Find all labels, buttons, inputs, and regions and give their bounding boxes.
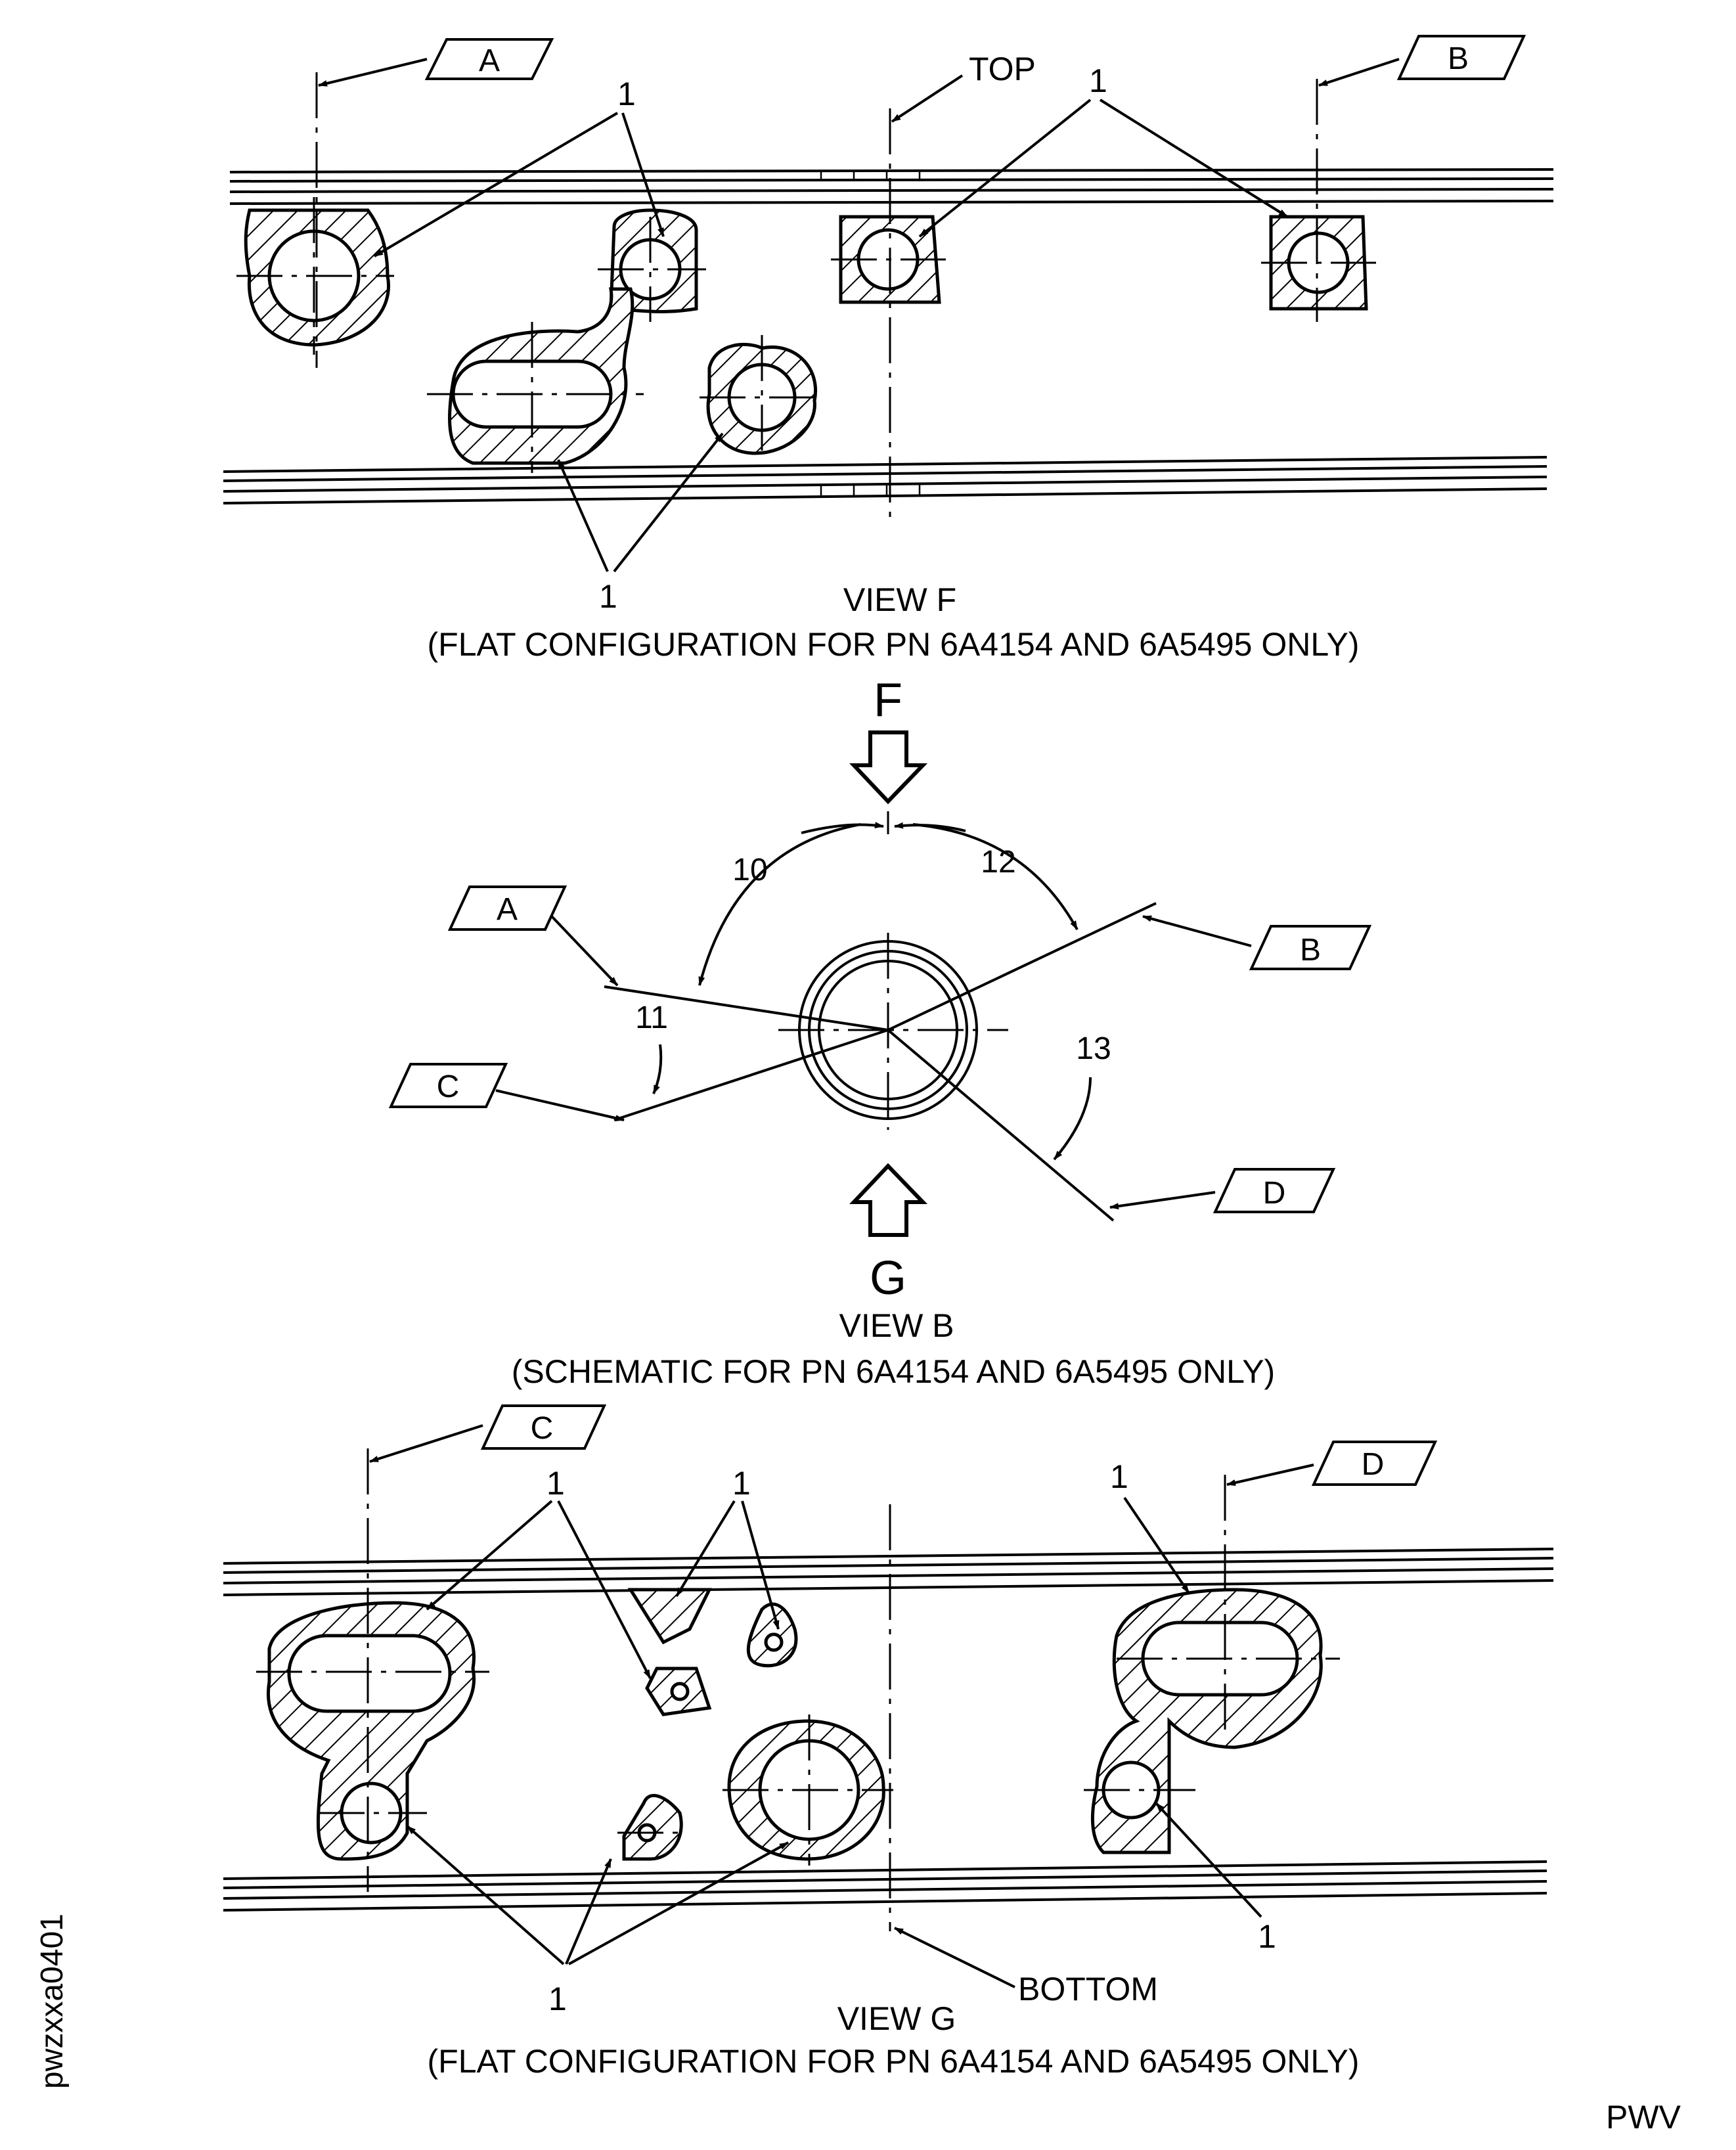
tag-b <box>1249 925 1372 970</box>
boss-small-1 <box>598 208 706 322</box>
tag-c-leader <box>495 1089 625 1121</box>
callout-leader <box>565 1858 612 1965</box>
boss-g-oval-right <box>1084 1588 1340 1854</box>
callout-1-upper-right: 1 <box>1089 62 1107 99</box>
callout-leader <box>373 112 619 258</box>
callout-1-g-right-top: 1 <box>1110 1458 1128 1495</box>
radial-line-c <box>613 1029 889 1121</box>
tag-d-leader <box>1109 1191 1216 1210</box>
lower-flange <box>223 456 1547 504</box>
boss-round-mid <box>700 335 824 460</box>
arrow-f <box>849 730 928 805</box>
callout-leader <box>1155 1802 1262 1918</box>
section-tag-b-leader <box>1318 58 1400 87</box>
callout-leader <box>621 112 665 237</box>
angle-arc-11 <box>652 1044 663 1094</box>
pipe-section <box>778 811 1008 1130</box>
section-tag-d <box>1311 1441 1438 1486</box>
callout-leader <box>557 459 609 572</box>
callout-1-g-mid: 1 <box>732 1465 751 1502</box>
angle-arc-10 <box>698 823 861 986</box>
angle-arc-12-end <box>894 822 966 832</box>
tag-c-text: C <box>437 1069 460 1104</box>
view-g-title: VIEW G <box>837 2000 956 2037</box>
arrow-f-label: F <box>874 674 902 727</box>
callout-1-g-left: 1 <box>546 1465 565 1502</box>
angle-label-11: 11 <box>635 1000 668 1035</box>
arrow-g <box>849 1163 928 1237</box>
section-tag-b <box>1396 35 1526 80</box>
view-g-note: (FLAT CONFIGURATION FOR PN 6A4154 AND 6A… <box>428 2043 1360 2080</box>
footer-code: PWV <box>1606 2099 1681 2136</box>
boss-small-right <box>1261 215 1376 311</box>
callout-leader <box>406 1825 565 1965</box>
tag-a-text: A <box>497 892 518 927</box>
callout-1-lower: 1 <box>599 578 617 615</box>
angle-label-12: 12 <box>981 845 1015 880</box>
radial-line-b <box>887 902 1157 1031</box>
view-b-title: VIEW B <box>839 1307 954 1344</box>
bottom-label-leader <box>894 1927 1015 1988</box>
tag-c <box>388 1063 508 1108</box>
callout-leader <box>613 432 724 573</box>
view-f-title: VIEW F <box>843 581 956 618</box>
callout-leader <box>675 1500 736 1598</box>
callout-leader <box>568 1841 789 1965</box>
callout-leader <box>426 1500 553 1611</box>
lower-flange-g <box>223 1860 1547 1912</box>
callout-leader <box>741 1500 780 1630</box>
view-f: A TOP B 1 1 1 VIEW F (FLAT CONFIGURATION… <box>223 35 1554 663</box>
section-tag-b-text: B <box>1448 41 1469 76</box>
figure-id: pwzxxa0401 <box>35 1914 70 2089</box>
tag-b-leader <box>1142 915 1252 947</box>
section-tag-d-text: D <box>1362 1447 1385 1482</box>
section-tag-a-leader <box>318 58 428 87</box>
radial-line-a <box>604 985 889 1031</box>
section-tag-c-leader <box>369 1424 483 1463</box>
boss-g-triangles <box>617 1588 798 1861</box>
view-b-note: (SCHEMATIC FOR PN 6A4154 AND 6A5495 ONLY… <box>512 1353 1275 1390</box>
angle-arc-12 <box>912 823 1079 930</box>
section-tag-a <box>424 38 554 80</box>
top-label-leader <box>891 74 964 123</box>
arrow-g-label: G <box>870 1252 906 1305</box>
tag-a <box>447 885 568 931</box>
callout-leader <box>918 99 1092 238</box>
callout-leader <box>1099 99 1289 218</box>
angle-arc-10-end <box>801 822 884 834</box>
top-label: TOP <box>969 51 1036 87</box>
section-tag-d-leader <box>1226 1464 1314 1486</box>
tag-d <box>1213 1168 1336 1213</box>
upper-flange-g <box>223 1548 1554 1596</box>
view-f-note: (FLAT CONFIGURATION FOR PN 6A4154 AND 6A… <box>428 626 1360 663</box>
upper-flange <box>229 168 1554 205</box>
view-g: C D 1 1 1 1 1 BOTTOM VIEW G (FLAT CONFIG… <box>223 1404 1554 2080</box>
section-tag-c-text: C <box>531 1411 554 1446</box>
section-tag-c <box>480 1404 607 1450</box>
angle-label-13: 13 <box>1076 1031 1111 1066</box>
radial-line-d <box>887 1029 1115 1222</box>
section-tag-a-text: A <box>479 43 500 78</box>
callout-1-g-right-bottom: 1 <box>1258 1918 1276 1955</box>
view-b: F G 10 12 11 13 A B <box>388 674 1372 1390</box>
tag-b-text: B <box>1300 933 1321 968</box>
tag-d-text: D <box>1263 1176 1286 1211</box>
callout-1-upper-left: 1 <box>617 76 636 112</box>
bottom-label: BOTTOM <box>1018 1971 1158 2007</box>
boss-g-oval-left <box>256 1601 489 1861</box>
boss-oval <box>427 287 644 473</box>
boss-large-left <box>236 197 394 355</box>
callout-leader <box>1123 1496 1190 1594</box>
angle-label-10: 10 <box>732 853 767 887</box>
angle-arc-13 <box>1053 1077 1092 1161</box>
tag-a-leader <box>550 915 619 987</box>
callout-leader <box>557 1500 652 1679</box>
callout-1-g-lower: 1 <box>548 1981 567 2017</box>
boss-g-round-center <box>723 1714 893 1866</box>
